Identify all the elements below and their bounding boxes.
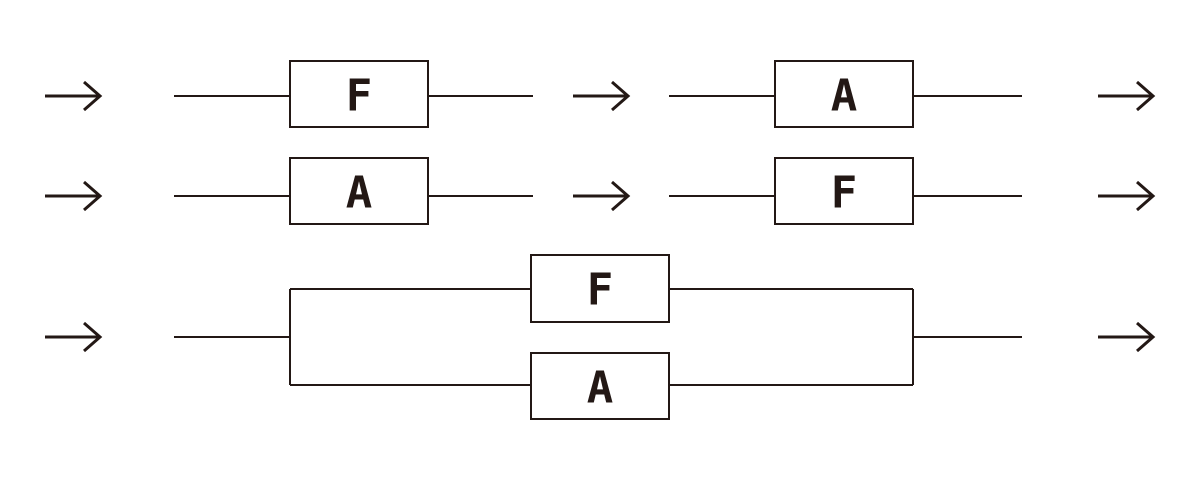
parallel-row: F A	[45, 254, 1156, 420]
block-box: A	[774, 60, 914, 128]
block-label: A	[831, 71, 858, 122]
input-arrow-icon	[45, 180, 103, 212]
block-label: A	[346, 168, 373, 219]
input-arrow-icon	[45, 321, 103, 353]
intermediate-arrow-icon	[573, 80, 631, 112]
series-row-2: A F	[45, 157, 1156, 225]
input-arrow-icon	[45, 80, 103, 112]
intermediate-arrow-icon	[573, 180, 631, 212]
block-label: F	[346, 71, 373, 122]
block-box: F	[530, 254, 670, 323]
output-arrow-icon	[1098, 80, 1156, 112]
block-label: F	[587, 265, 614, 316]
series-row-1: F A	[45, 60, 1156, 128]
block-box: A	[289, 157, 429, 225]
block-label: A	[587, 363, 614, 414]
output-arrow-icon	[1098, 321, 1156, 353]
block-box: F	[774, 157, 914, 225]
block-label: F	[831, 168, 858, 219]
block-box: A	[530, 352, 670, 420]
output-arrow-icon	[1098, 180, 1156, 212]
block-box: F	[289, 60, 429, 128]
